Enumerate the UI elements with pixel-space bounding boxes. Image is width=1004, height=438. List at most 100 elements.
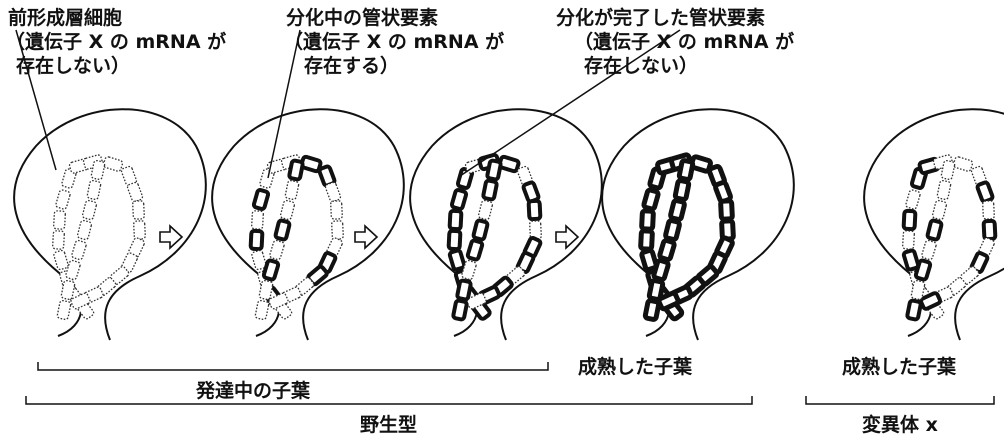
tracheary-element-cell [642,298,662,322]
tracheary-element-cell [471,218,490,242]
label-procambium-note1: （遺伝子 X の mRNA が [6,31,227,53]
tracheary-element-cell [925,218,944,242]
cotyledon-outline [601,108,795,341]
tracheary-element-cell [905,298,923,322]
tracheary-element-cell [639,208,656,232]
cotyledon-4 [601,108,795,341]
pointer-procambium [15,29,57,171]
cotyledon-2 [211,108,405,341]
procambium-cell [251,249,267,271]
bracket-developing [37,362,549,371]
tracheary-element-cell [481,178,499,202]
tracheary-element-cell [451,298,469,322]
brackets [25,362,995,405]
tracheary-element-cell [251,188,271,211]
label-mature-wild-type: 成熟した子葉 [578,356,693,378]
procambium-cell [279,199,296,221]
procambium-cell [254,299,270,321]
tracheary-element-cell [901,248,921,272]
cotyledon-5 [863,108,1004,341]
tracheary-element-cell [901,208,918,232]
tracheary-element-cell [975,180,995,204]
tracheary-element-cell [718,198,735,222]
label-differentiating-note2: 存在する） [304,55,400,77]
procambium-cell [65,259,81,281]
procambium-cell [102,156,124,172]
label-differentiating-title: 分化中の管状要素 [286,7,439,29]
cotyledon-group [13,108,1004,341]
tracheary-element-cell [668,198,687,222]
tracheary-element-cell [449,188,469,211]
label-differentiated-note1: （遺伝子 X の mRNA が [574,31,795,53]
procambium-cell [133,220,146,240]
procambium-cell [132,200,145,220]
tracheary-element-cell [526,198,543,222]
label-wild-type: 野生型 [360,414,418,436]
pointer-lines [15,29,681,179]
tracheary-element-cell [261,258,281,282]
label-differentiating: 分化中の管状要素 （遺伝子 X の mRNA が 存在する） [284,6,505,78]
procambium-cell [330,200,343,220]
procambium-cell [109,266,130,285]
arrow-1 [159,224,184,250]
procambium-cell [331,220,344,240]
label-procambium-title: 前形成層細胞 [8,7,123,29]
procambium-cell [461,259,477,281]
label-differentiated: 分化が完了した管状要素 （遺伝子 X の mRNA が 存在しない） [556,6,794,78]
procambium-cell [324,181,342,203]
tracheary-element-cell [672,178,692,202]
procambium-cell [982,200,995,220]
cotyledon-1 [13,108,207,341]
tracheary-element-cell [663,218,682,242]
pointer-differentiating [267,29,301,179]
procambium-cell [921,239,937,261]
label-differentiated-title: 分化が完了した管状要素 [556,7,766,29]
procambium-cell [905,189,921,210]
procambium-cell [68,158,90,174]
procambium-cell [936,179,952,201]
procambium-cell [910,279,926,301]
tracheary-element-cell [657,238,677,262]
label-mutant: 変異体 x [862,414,938,436]
procambium-cell [284,179,300,201]
tracheary-element-cell [651,258,671,282]
procambium-cell [959,266,980,285]
tracheary-element-cell [447,248,467,272]
procambium-cell [56,299,72,321]
tracheary-element-cell [676,158,696,182]
tracheary-element-cell [638,228,655,252]
cotyledon-outline [13,108,207,341]
label-differentiating-note1: （遺伝子 X の mRNA が [284,31,505,53]
tracheary-element-cell [287,158,305,182]
procambium-cell [55,189,71,210]
procambium-cell [128,237,145,258]
procambium-cell [90,159,106,181]
procambium-cell [81,199,98,221]
tracheary-element-cell [639,248,659,272]
tracheary-element-cell [455,278,473,302]
pointer-differentiated [459,29,681,177]
arrows [159,224,580,250]
procambium-cell [53,249,69,271]
procambium-cell [52,230,65,250]
label-differentiated-note2: 存在しない） [584,55,699,77]
procambium-cell [902,230,915,250]
procambium-cell [952,156,974,172]
procambium-cell [477,199,494,221]
tracheary-element-cell [485,158,503,182]
procambium-cell [71,239,87,261]
procambium-cell [466,292,487,310]
procambium-cell [940,159,956,181]
bracket-mutant [805,396,995,405]
procambium-cell [121,252,138,273]
cotyledon-outline [409,108,603,341]
label-procambium: 前形成層細胞 （遺伝子 X の mRNA が 存在しない） [6,6,227,78]
procambium-cell [86,179,102,201]
tracheary-element-cell [913,258,933,282]
procambium-cell [126,181,144,203]
tracheary-element-cell [981,218,998,242]
label-procambium-note2: 存在しない） [16,55,131,77]
label-mature-mutant: 成熟した子葉 [842,356,957,378]
bracket-wild-type [25,396,753,405]
procambium-cell [120,165,138,187]
